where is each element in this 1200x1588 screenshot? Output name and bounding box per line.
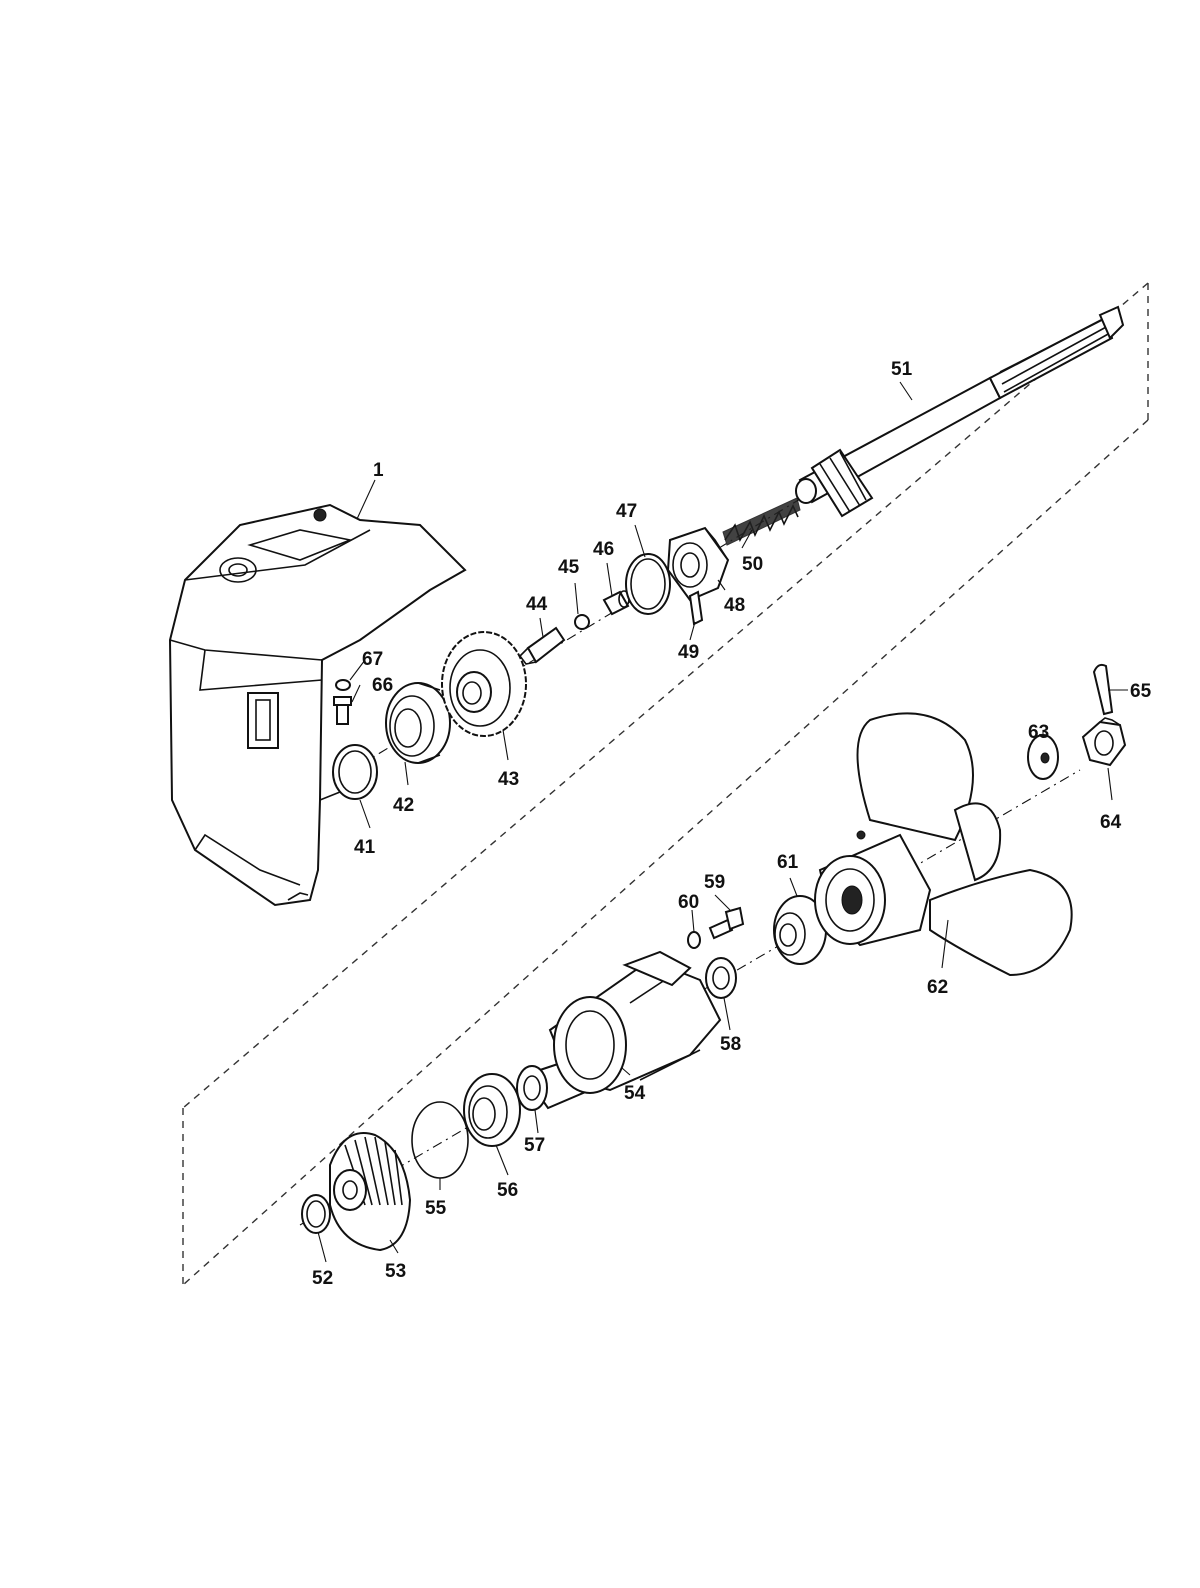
callout-43: 43	[498, 769, 519, 790]
callout-67: 67	[362, 649, 383, 670]
cotter-pin	[1092, 663, 1114, 716]
o-ring	[411, 1101, 469, 1179]
callout-54: 54	[624, 1083, 646, 1104]
callout-1: 1	[373, 460, 384, 481]
bearing-carrier	[548, 950, 722, 1094]
callout-64: 64	[1100, 812, 1122, 833]
bolt-66	[333, 696, 352, 725]
callout-66: 66	[372, 675, 393, 696]
callout-60: 60	[678, 892, 699, 913]
callout-55: 55	[425, 1198, 447, 1219]
ball-bearing-56	[463, 1073, 521, 1147]
bolt-59	[708, 906, 745, 940]
ball-45	[574, 614, 590, 630]
callout-57: 57	[524, 1135, 545, 1156]
lower-axis-line	[299, 769, 1081, 1226]
callout-42: 42	[393, 795, 414, 816]
ball-bearing-42	[385, 682, 451, 764]
callout-51: 51	[891, 359, 913, 380]
callout-58: 58	[720, 1034, 741, 1055]
callout-45: 45	[558, 557, 580, 578]
propeller	[814, 712, 1073, 977]
cross-pin	[688, 590, 704, 626]
callout-49: 49	[678, 642, 699, 663]
propeller-shaft	[795, 305, 1125, 518]
callout-47: 47	[616, 501, 637, 522]
callout-44: 44	[526, 594, 548, 615]
shift-plunger	[518, 626, 566, 665]
callout-63: 63	[1028, 722, 1049, 743]
callout-56: 56	[497, 1180, 518, 1201]
oil-seal	[705, 957, 737, 999]
washer-60	[687, 931, 701, 949]
callout-50: 50	[742, 554, 763, 575]
assembly-boundary	[182, 282, 1149, 1286]
castle-nut	[1081, 717, 1127, 767]
pin-46	[602, 590, 630, 616]
callout-41: 41	[354, 837, 376, 858]
callout-46: 46	[593, 539, 614, 560]
washer-67	[335, 679, 351, 691]
spring-50	[722, 497, 801, 546]
callout-61: 61	[777, 852, 799, 873]
callout-59: 59	[704, 872, 725, 893]
callout-62: 62	[927, 977, 948, 998]
thrust-washer	[301, 1194, 331, 1234]
leader-lines	[317, 381, 1128, 1263]
forward-gear	[441, 631, 527, 737]
reverse-gear	[329, 1132, 412, 1252]
callout-labels: 1 41 42 43 44 45 46 47 48 49 50 51 52 53…	[312, 359, 1152, 1289]
retaining-spring	[625, 553, 671, 615]
shim-ring	[332, 744, 378, 800]
callout-65: 65	[1130, 681, 1152, 702]
callout-52: 52	[312, 1268, 333, 1289]
callout-53: 53	[385, 1261, 406, 1282]
callout-48: 48	[724, 595, 745, 616]
clutch-dog	[666, 526, 730, 602]
